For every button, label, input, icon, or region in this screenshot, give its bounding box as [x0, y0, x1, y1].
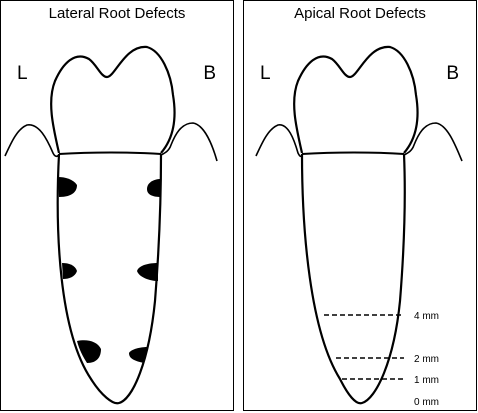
gum-line-right — [160, 122, 218, 162]
cej-line — [58, 151, 162, 155]
apical-defects-panel: Apical Root Defects L B 4 mm 2 mm 1 mm 0… — [243, 0, 477, 411]
depth-label-0mm: 0 mm — [414, 397, 439, 408]
gum-line-left — [4, 124, 60, 158]
defect-buccal-middle — [137, 263, 158, 281]
lingual-label: L — [17, 63, 28, 84]
tooth-diagram-lateral — [4, 45, 218, 405]
depth-label-1mm: 1 mm — [414, 375, 439, 386]
tooth-crown — [50, 45, 176, 154]
panel-title-apical: Apical Root Defects — [294, 5, 426, 22]
gum-line-right — [403, 122, 463, 162]
tooth-root — [300, 153, 406, 405]
lingual-label: L — [260, 63, 271, 84]
defect-lingual-apical — [77, 340, 101, 363]
lateral-defects-panel: Lateral Root Defects L B — [0, 0, 234, 411]
cej-line — [301, 151, 405, 155]
depth-label-4mm: 4 mm — [414, 311, 439, 322]
defect-buccal-apical — [129, 347, 147, 363]
tooth-root — [56, 153, 163, 405]
tooth-crown — [293, 45, 419, 154]
buccal-label: B — [203, 63, 216, 84]
depth-label-2mm: 2 mm — [414, 354, 439, 365]
gum-line-left — [255, 124, 303, 158]
defect-buccal-coronal — [147, 179, 161, 197]
defect-lingual-middle — [62, 263, 77, 279]
tooth-diagram-apical: 4 mm 2 mm 1 mm 0 mm — [255, 45, 463, 408]
panel-title-lateral: Lateral Root Defects — [48, 5, 186, 22]
buccal-label: B — [446, 63, 459, 84]
defect-lingual-coronal — [58, 177, 77, 197]
